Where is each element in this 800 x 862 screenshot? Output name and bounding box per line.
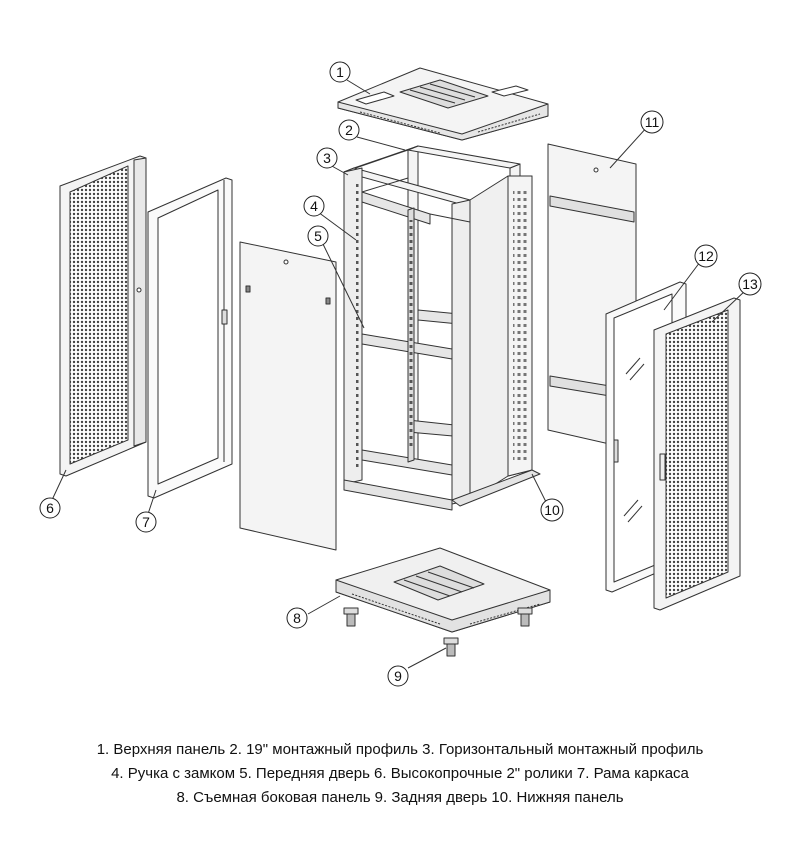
svg-text:5: 5	[314, 228, 322, 244]
svg-text:3: 3	[323, 150, 331, 166]
callout-10: 10	[540, 498, 564, 522]
caster	[443, 637, 459, 657]
callouts: 1 2 3 4 5 6 7 8	[39, 61, 762, 687]
mesh-door-right	[653, 297, 741, 611]
callout-4: 4	[303, 195, 325, 217]
svg-text:10: 10	[544, 502, 560, 518]
svg-text:4: 4	[310, 198, 318, 214]
side-panel-left	[239, 241, 337, 551]
callout-8: 8	[286, 607, 308, 629]
callout-12: 12	[694, 244, 718, 268]
svg-text:1: 1	[336, 64, 344, 80]
svg-text:12: 12	[698, 248, 714, 264]
callout-11: 11	[640, 110, 664, 134]
callout-13: 13	[738, 272, 762, 296]
cabinet-frame	[343, 145, 541, 511]
caster	[343, 607, 359, 627]
svg-text:6: 6	[46, 500, 54, 516]
svg-text:8: 8	[293, 610, 301, 626]
legend-line-3: 8. Съемная боковая панель 9. Задняя двер…	[176, 789, 624, 806]
callout-7: 7	[135, 511, 157, 533]
leader-lines	[51, 79, 747, 669]
svg-text:11: 11	[645, 114, 660, 130]
legend-line-2: 4. Ручка с замком 5. Передняя дверь 6. В…	[111, 765, 689, 782]
svg-text:9: 9	[394, 668, 402, 684]
callout-1: 1	[329, 61, 351, 83]
svg-text:2: 2	[345, 122, 353, 138]
glass-door	[147, 177, 233, 499]
callout-3: 3	[316, 147, 338, 169]
bottom-panel	[335, 547, 551, 633]
caster	[517, 607, 533, 627]
svg-text:7: 7	[142, 514, 150, 530]
callout-9: 9	[387, 665, 409, 687]
legend-line-1: 1. Верхняя панель 2. 19" монтажный профи…	[96, 741, 704, 758]
casters	[343, 607, 533, 657]
rack-cabinet-exploded-diagram: 1 2 3 4 5 6 7 8	[39, 61, 762, 687]
parts-legend: 1. Верхняя панель 2. 19" монтажный профи…	[0, 738, 800, 810]
top-panel	[337, 67, 549, 141]
svg-text:13: 13	[742, 276, 758, 292]
callout-6: 6	[39, 497, 61, 519]
callout-2: 2	[338, 119, 360, 141]
callout-5: 5	[307, 225, 329, 247]
mesh-door-left	[59, 155, 147, 477]
